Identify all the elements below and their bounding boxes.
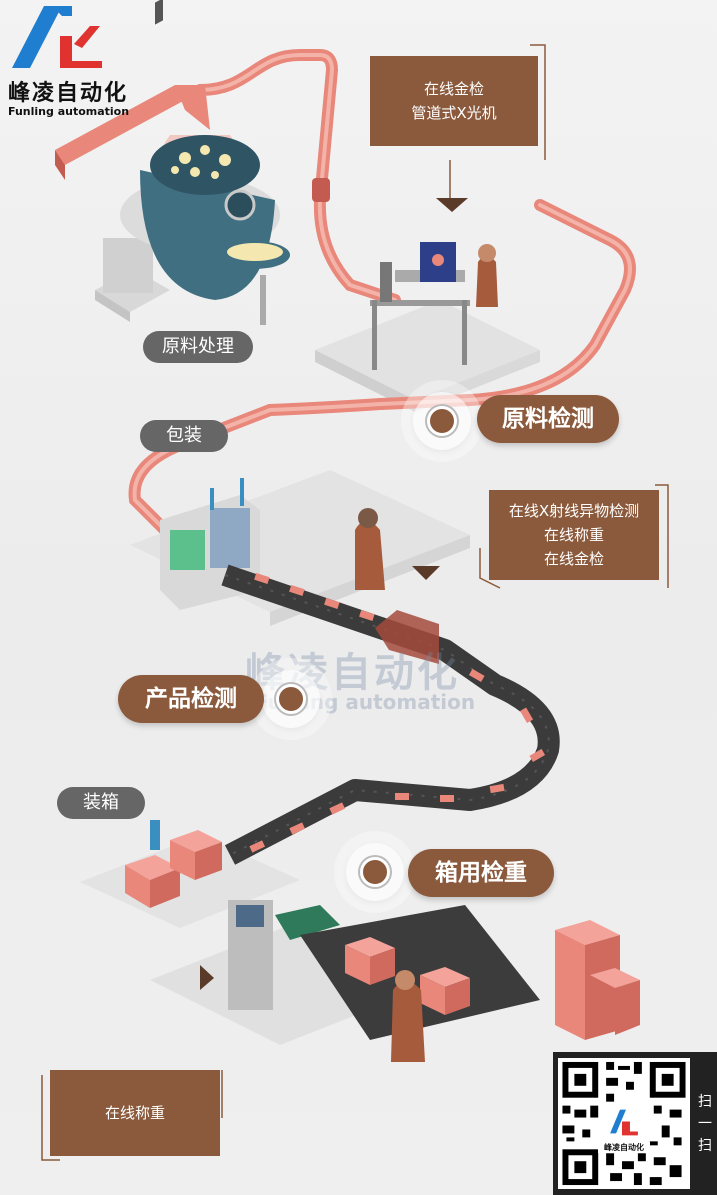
marker-dot [427,406,457,436]
qr-code[interactable]: 峰凌自动化 [558,1058,690,1189]
qr-center-label: 峰凌自动化 [598,1142,650,1153]
info-line: 管道式X光机 [411,104,497,122]
main-conveyor [221,508,560,865]
brand-logo-mark [12,6,102,68]
marker-dot [276,684,306,714]
pipeline-xray-machine [370,242,498,370]
mixing-tank [95,135,290,325]
qr-pattern-icon [562,1061,686,1186]
brand-logo-text: 峰凌自动化 Funling automation [8,75,129,118]
arrow-down-product [412,566,440,580]
info-line: 在线称重 [104,1104,165,1122]
platform-inspection [315,300,540,400]
box-stack [555,920,640,1040]
brand-name-en: Funling automation [8,105,130,118]
arrow-right-weigh [200,965,214,990]
stage-marker-raw-inspection [413,392,471,450]
info-line: 在线金检 [543,550,604,568]
stage-label-product-inspection: 产品检测 [118,675,264,723]
stage-marker-product-inspection [262,670,320,728]
qr-side-char: 一 [698,1115,712,1132]
brand-name-cn: 峰凌自动化 [8,81,129,106]
boxing-station [125,820,222,908]
checkweigher-machine [228,900,540,1062]
stage-tag-packaging: 包装 [140,420,228,452]
stage-label-box-weighing: 箱用检重 [408,849,554,897]
qr-side-label: 扫 一 扫 [693,1052,717,1195]
qr-code-card[interactable]: 峰凌自动化 扫 一 扫 [553,1052,717,1195]
info-line: 在线金检 [423,80,484,98]
pipe-coupling [312,178,330,202]
stage-tag-boxing: 装箱 [57,787,145,819]
info-box-product: 在线X射线异物检测 在线称重 在线金检 [489,490,659,580]
info-line: 在线X射线异物检测 [508,502,640,520]
stage-label-raw-inspection: 原料检测 [477,395,619,443]
platform-weighing [150,925,420,1045]
qr-side-char: 扫 [698,1093,712,1110]
stage-marker-box-weighing [346,843,404,901]
info-box-pipeline: 在线金检 管道式X光机 [370,56,538,146]
arrow-down-pipeline [436,198,468,212]
stage-tag-raw-processing: 原料处理 [143,331,253,363]
info-box-weigh: 在线称重 [50,1070,220,1156]
qr-side-char: 扫 [698,1137,712,1154]
marker-dot [360,857,390,887]
info-line: 在线称重 [543,526,604,544]
